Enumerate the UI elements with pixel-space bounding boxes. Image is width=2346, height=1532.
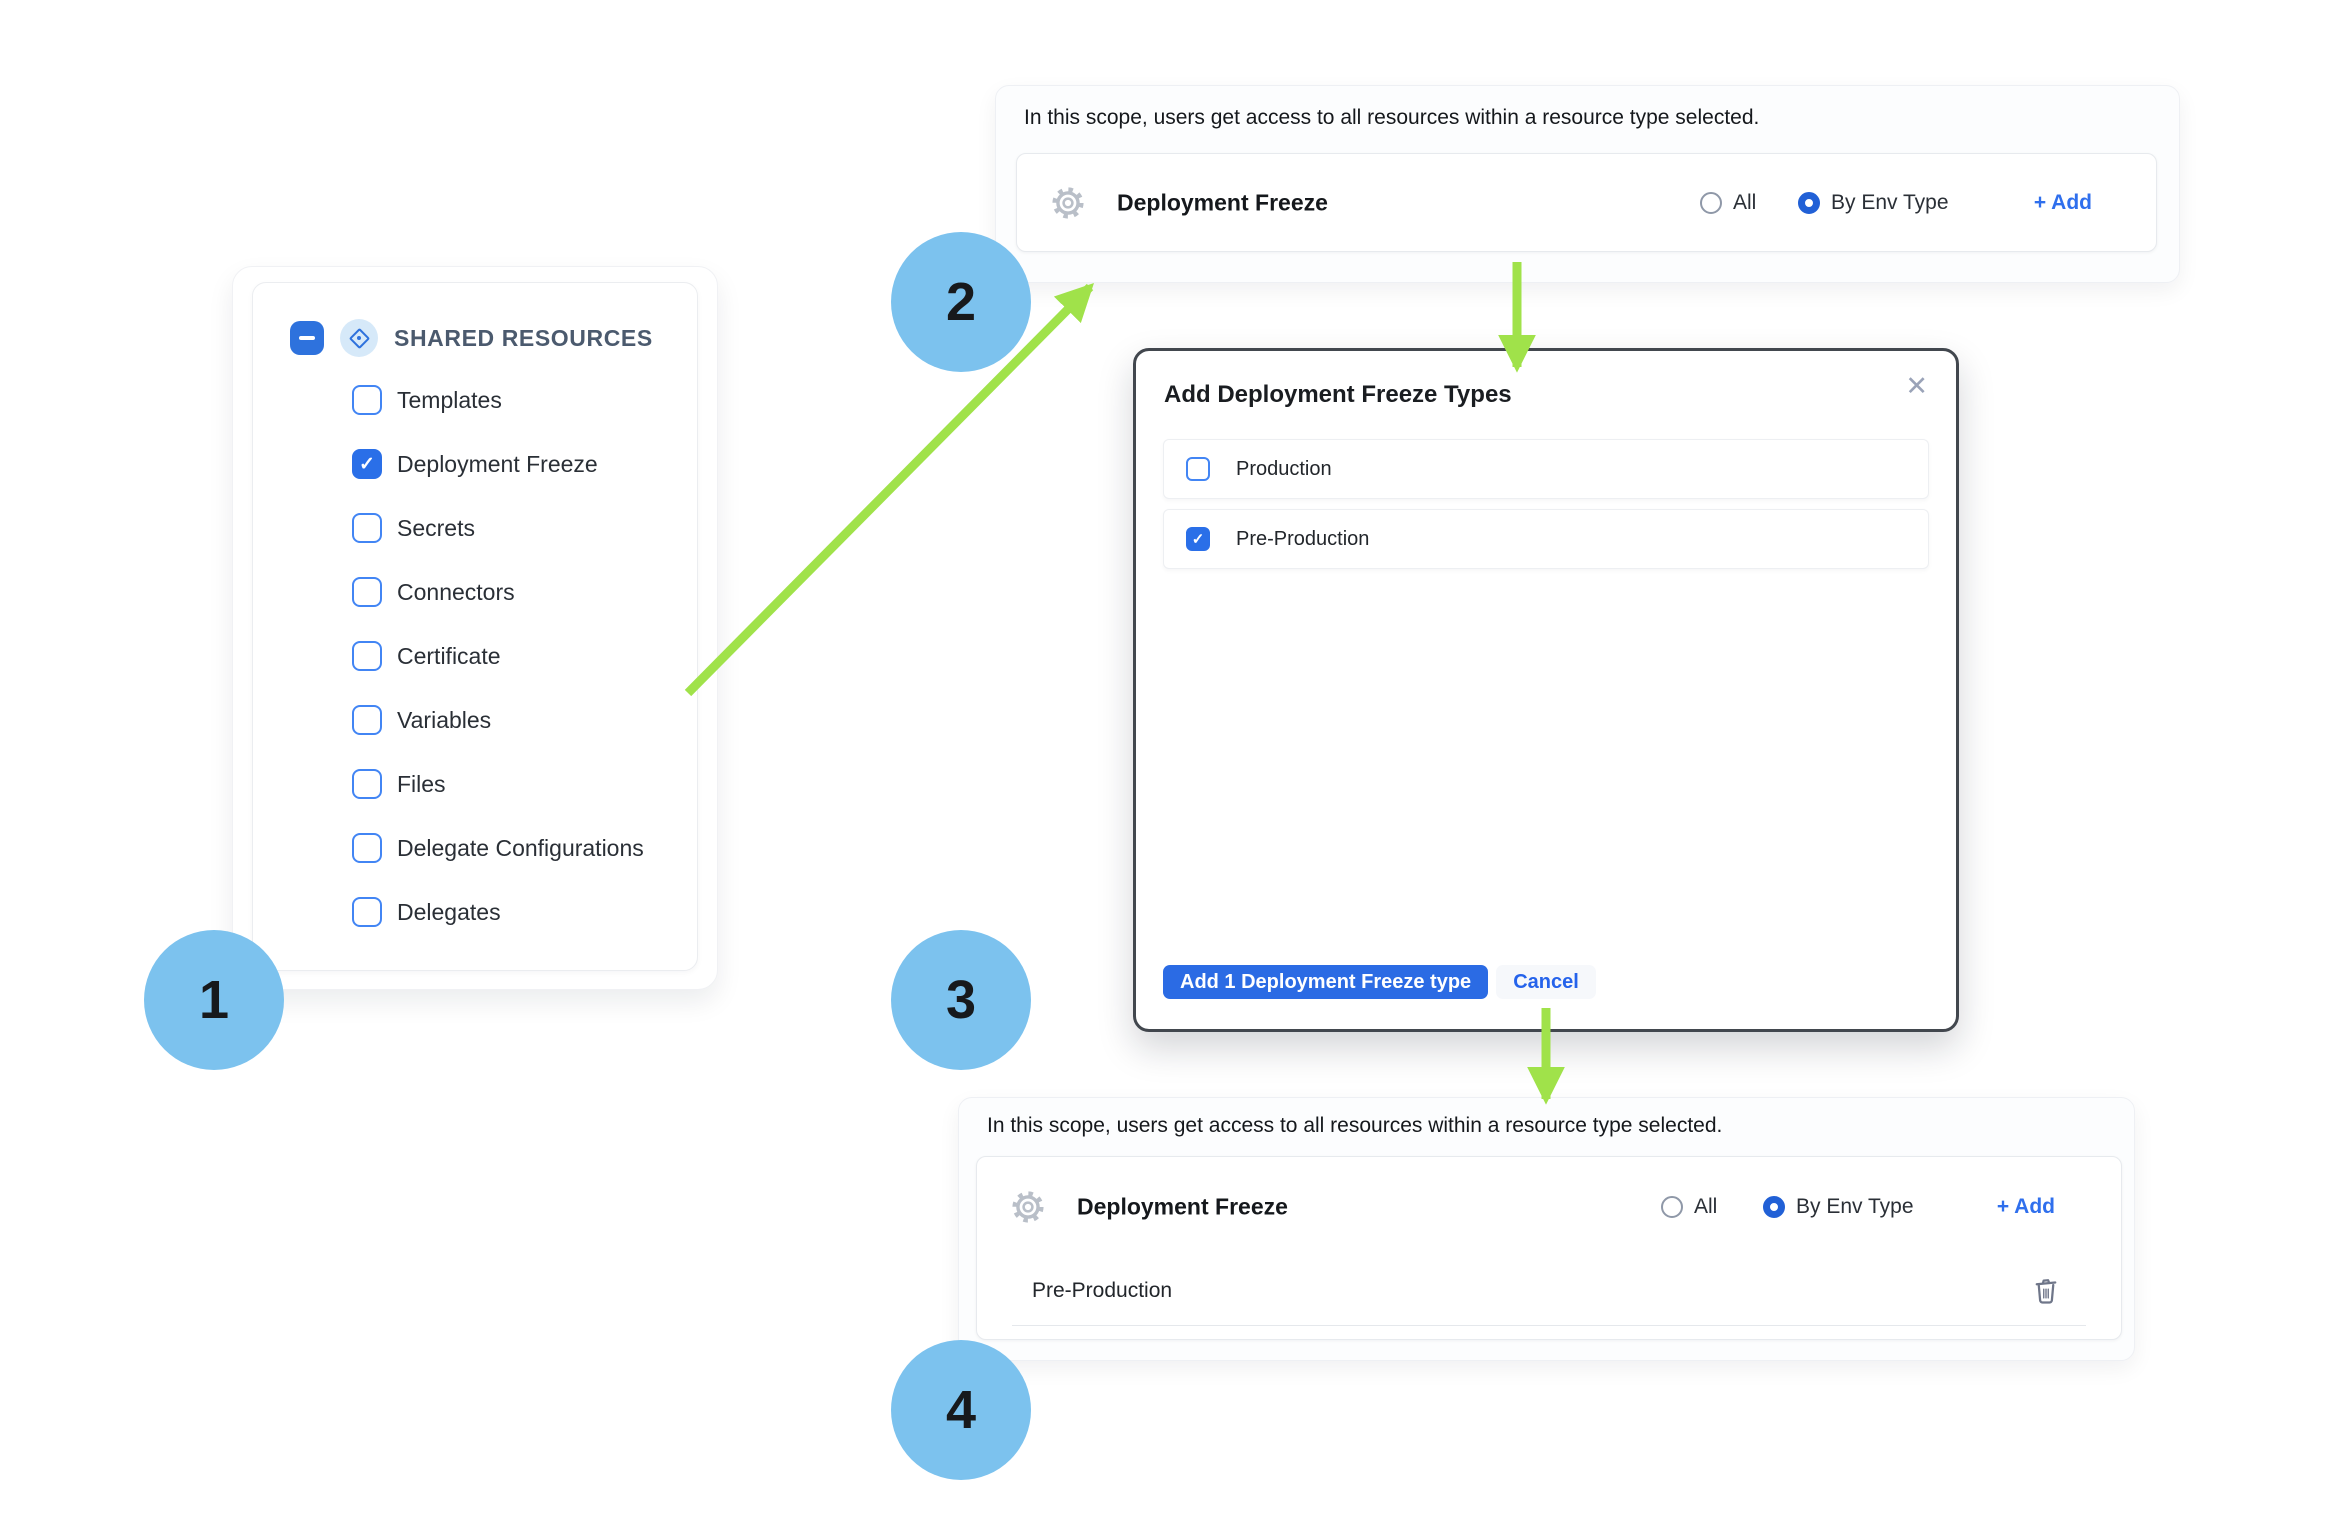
resource-label: Delegates — [397, 898, 501, 925]
checkbox[interactable] — [352, 385, 382, 415]
resource-item-templates[interactable]: Templates — [352, 385, 697, 415]
add-link[interactable]: + Add — [2033, 190, 2092, 214]
option-label: Pre-Production — [1236, 527, 1370, 550]
radio-label: All — [1694, 1195, 1718, 1218]
shared-resources-icon — [340, 319, 378, 357]
resource-item-deployment-freeze[interactable]: Deployment Freeze — [352, 449, 697, 479]
resource-label: Secrets — [397, 514, 475, 541]
radio-button[interactable] — [1798, 191, 1820, 214]
resource-row-card: Deployment Freeze All By Env Type + Add — [1016, 153, 2157, 252]
arrow-step1-to-step2 — [684, 282, 1094, 697]
radio-button[interactable] — [1661, 1196, 1683, 1218]
resource-item-delegate-configurations[interactable]: Delegate Configurations — [352, 833, 697, 863]
scope-panel-top: In this scope, users get access to all r… — [995, 85, 2180, 283]
resource-item-certificate[interactable]: Certificate — [352, 641, 697, 671]
selected-env-type-label: Pre-Production — [1032, 1279, 1173, 1302]
checkbox[interactable] — [352, 833, 382, 863]
radio-by-env-type[interactable]: By Env Type — [1798, 191, 1949, 215]
step-badge-1: 1 — [144, 930, 284, 1070]
add-freeze-type-button[interactable]: Add 1 Deployment Freeze type — [1163, 965, 1489, 999]
resource-label: Certificate — [397, 642, 501, 669]
shared-resources-title: SHARED RESOURCES — [394, 324, 653, 351]
checkbox[interactable] — [352, 897, 382, 927]
radio-by-env-type[interactable]: By Env Type — [1763, 1195, 1914, 1219]
resource-label: Files — [397, 770, 446, 797]
shared-resources-header: SHARED RESOURCES — [290, 319, 697, 357]
scope-panel-bottom: In this scope, users get access to all r… — [958, 1097, 2135, 1361]
radio-label: All — [1733, 190, 1757, 214]
resource-item-connectors[interactable]: Connectors — [352, 577, 697, 607]
resource-label: Variables — [397, 706, 492, 733]
resource-item-variables[interactable]: Variables — [352, 705, 697, 735]
checkbox[interactable] — [1186, 527, 1210, 551]
trash-icon[interactable] — [2031, 1276, 2061, 1306]
checkbox[interactable] — [352, 449, 382, 479]
shared-resources-panel: SHARED RESOURCES Templates Deployment Fr… — [232, 266, 718, 990]
step-badge-2: 2 — [891, 232, 1031, 372]
checkbox[interactable] — [352, 705, 382, 735]
row-divider — [1012, 1325, 2086, 1326]
resource-type-list: Templates Deployment Freeze Secrets Conn… — [352, 385, 697, 927]
radio-all[interactable]: All — [1700, 191, 1756, 215]
radio-all[interactable]: All — [1661, 1195, 1717, 1219]
collapse-minus-icon[interactable] — [290, 321, 324, 355]
checkbox[interactable] — [1186, 457, 1210, 481]
resource-name: Deployment Freeze — [1077, 1193, 1288, 1220]
add-deployment-freeze-modal: Add Deployment Freeze Types ✕ Production… — [1133, 348, 1959, 1032]
radio-label: By Env Type — [1796, 1195, 1914, 1218]
gear-icon — [1052, 186, 1084, 219]
cancel-button[interactable]: Cancel — [1496, 965, 1596, 999]
checkbox[interactable] — [352, 513, 382, 543]
gear-icon — [1012, 1191, 1044, 1223]
resource-item-delegates[interactable]: Delegates — [352, 897, 697, 927]
resource-name: Deployment Freeze — [1117, 189, 1328, 215]
checkbox[interactable] — [352, 769, 382, 799]
option-pre-production[interactable]: Pre-Production — [1163, 509, 1929, 569]
modal-footer: Add 1 Deployment Freeze type Cancel — [1163, 965, 1596, 999]
resource-item-files[interactable]: Files — [352, 769, 697, 799]
add-link[interactable]: + Add — [1996, 1195, 2055, 1218]
resource-label: Delegate Configurations — [397, 834, 644, 861]
step-badge-4: 4 — [891, 1340, 1031, 1480]
freeze-type-options: Production Pre-Production — [1163, 439, 1929, 569]
step-badge-3: 3 — [891, 930, 1031, 1070]
scope-description: In this scope, users get access to all r… — [987, 1114, 1723, 1137]
option-production[interactable]: Production — [1163, 439, 1929, 499]
modal-title: Add Deployment Freeze Types — [1164, 381, 1512, 408]
checkbox[interactable] — [352, 641, 382, 671]
close-icon[interactable]: ✕ — [1905, 371, 1928, 401]
deployment-freeze-row: Deployment Freeze All By Env Type + Add — [1017, 154, 2156, 251]
radio-button[interactable] — [1700, 191, 1722, 214]
option-label: Production — [1236, 457, 1332, 480]
scope-description: In this scope, users get access to all r… — [1024, 106, 1760, 129]
resource-row-card: Deployment Freeze All By Env Type + Add … — [976, 1156, 2122, 1340]
resource-item-secrets[interactable]: Secrets — [352, 513, 697, 543]
resource-label: Deployment Freeze — [397, 450, 598, 477]
resource-label: Connectors — [397, 578, 515, 605]
selected-env-type-row: Pre-Production — [977, 1257, 2121, 1325]
resource-label: Templates — [397, 386, 502, 413]
radio-label: By Env Type — [1831, 190, 1949, 214]
deployment-freeze-row: Deployment Freeze All By Env Type + Add — [977, 1157, 2121, 1257]
shared-resources-card: SHARED RESOURCES Templates Deployment Fr… — [252, 282, 698, 971]
radio-button[interactable] — [1763, 1196, 1785, 1218]
checkbox[interactable] — [352, 577, 382, 607]
